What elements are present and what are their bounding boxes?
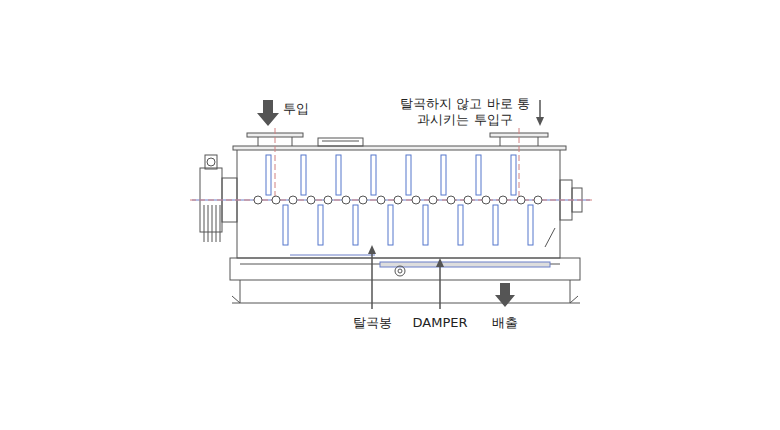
outlet-label: 배출: [492, 315, 518, 331]
inlet-label: 투입: [283, 101, 309, 117]
bypass-inlet-label: 탈곡하지 않고 바로 통과시키는 투입구: [400, 96, 530, 128]
damper-label: DAMPER: [413, 315, 468, 331]
beater-label: 탈곡봉: [353, 315, 392, 331]
